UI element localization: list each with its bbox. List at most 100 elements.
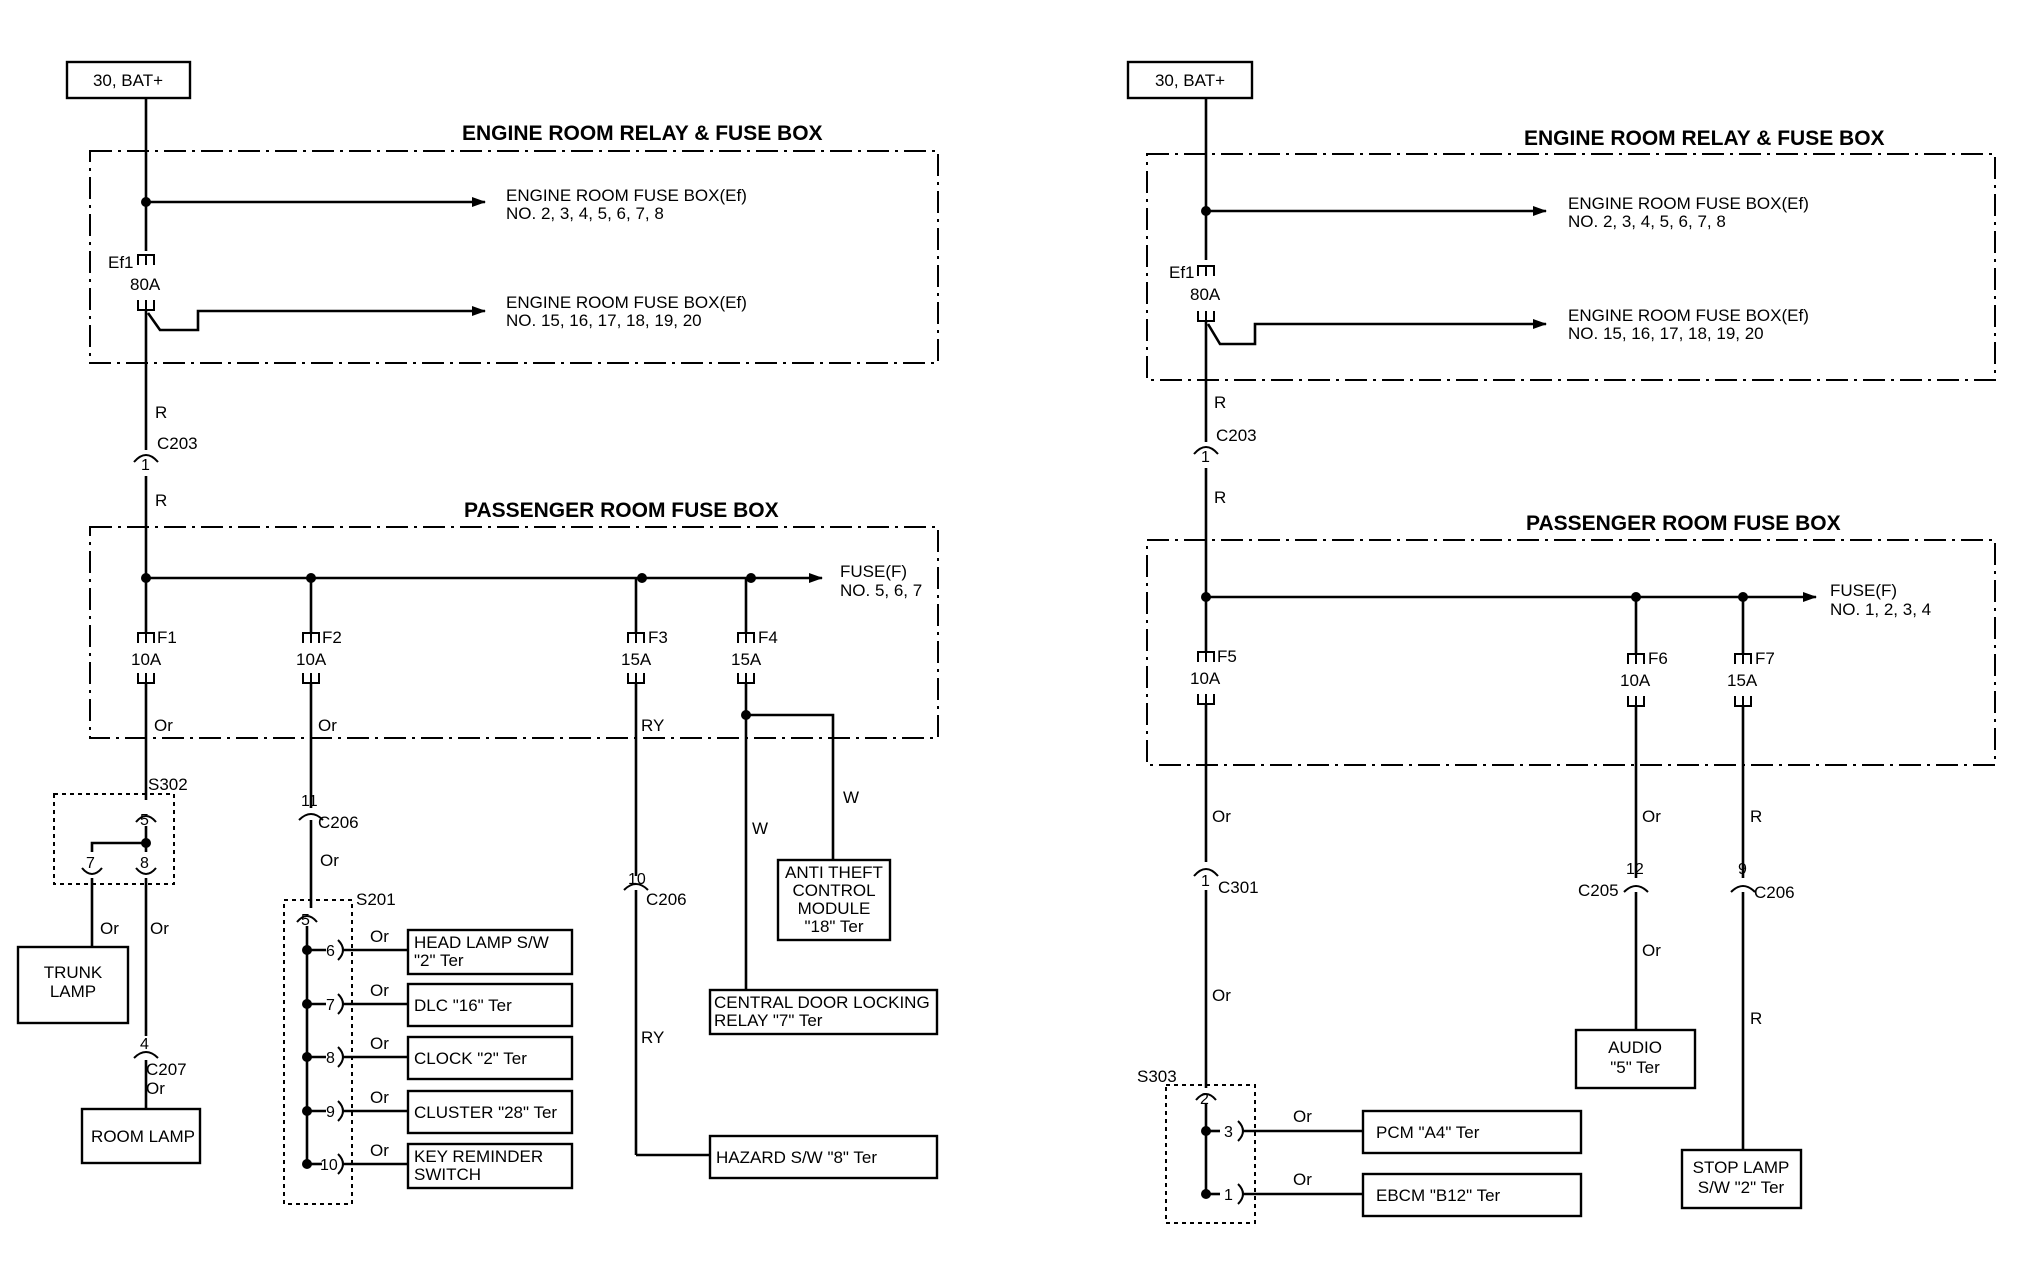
s302-pin-7: 7: [86, 855, 95, 872]
right-engine-out1-line1: ENGINE ROOM FUSE BOX(Ef): [1568, 194, 1809, 213]
engine-out2-arrow: [146, 306, 486, 332]
ef1-fuse-symbol: [137, 254, 155, 265]
engine-out2-line2: NO. 15, 16, 17, 18, 19, 20: [506, 311, 702, 330]
anti-theft-line4: "18" Ter: [804, 917, 863, 936]
c206b-label: C206: [646, 890, 687, 909]
ebcm-label: EBCM "B12" Ter: [1376, 1186, 1501, 1205]
right-engine-out2-arrow: [1206, 319, 1547, 346]
fuse-f5-symbol: [1197, 651, 1215, 662]
c203-pin: 1: [141, 457, 150, 474]
s201-outputs: 6 Or HEAD LAMP S/W "2" Ter 7 Or DLC "16"…: [302, 927, 574, 1190]
battery-source-label: 30, BAT+: [93, 71, 163, 90]
right-battery-source-label: 30, BAT+: [1155, 71, 1225, 90]
c301-connector: [1193, 868, 1219, 877]
engine-room-box: [89, 150, 939, 364]
s303-pin-2: 2: [1200, 1091, 1209, 1108]
clock-box: [406, 1035, 574, 1081]
c205-label: C205: [1578, 881, 1619, 900]
c206-right-pin: 9: [1738, 861, 1747, 878]
fuse-f2-wire: Or: [318, 716, 337, 735]
engine-out1-line2: NO. 2, 3, 4, 5, 6, 7, 8: [506, 204, 664, 223]
c203-connector: [133, 454, 159, 463]
fuse-f5-rating: 10A: [1190, 669, 1221, 688]
hazard-sw-label: HAZARD S/W "8" Ter: [716, 1148, 877, 1167]
right-engine-room-box: [1146, 153, 1996, 381]
c206a-connector: [298, 813, 324, 821]
battery-source-box: [65, 60, 192, 100]
hazard-wire: RY: [641, 1028, 664, 1047]
room-lamp-box: [80, 1107, 202, 1165]
trunk-wire-label: Or: [100, 919, 119, 938]
room-lamp-label: ROOM LAMP: [91, 1127, 195, 1146]
c301-wire: Or: [1212, 986, 1231, 1005]
hazard-sw-box: [708, 1134, 939, 1180]
trunk-lamp-box: [16, 945, 130, 1025]
central-door-line1: CENTRAL DOOR LOCKING: [714, 993, 930, 1012]
right-engine-out2-line1: ENGINE ROOM FUSE BOX(Ef): [1568, 306, 1809, 325]
anti-theft-box: [776, 858, 892, 942]
s201-pin-6: 6: [326, 943, 335, 960]
s303-label: S303: [1137, 1067, 1177, 1086]
fuse-f2-rating: 10A: [296, 650, 327, 669]
right-passenger-fuse-box: [1146, 539, 1996, 766]
fuse-f3-wire: RY: [641, 716, 664, 735]
stop-lamp-box: [1680, 1148, 1803, 1210]
fuse-f3-rating: 15A: [621, 650, 652, 669]
fuse-f4-symbol: [737, 632, 755, 643]
wire-w-2: W: [752, 819, 768, 838]
fuse-f3-symbol: [627, 632, 645, 643]
right-ef1-label: Ef1: [1169, 263, 1195, 282]
c203-label: C203: [157, 434, 198, 453]
head-lamp-sw-box: [406, 928, 574, 976]
c207-label: C207: [146, 1060, 187, 1079]
right-passenger-box-title: PASSENGER ROOM FUSE BOX: [1526, 512, 1841, 535]
c205-connector: [1623, 885, 1649, 893]
dlc-label: DLC "16" Ter: [414, 996, 512, 1015]
fuse-f1-rating: 10A: [131, 650, 162, 669]
wire-color-r-1: R: [155, 403, 167, 422]
room-wire-label-2: Or: [146, 1079, 165, 1098]
room-wire-label: Or: [150, 919, 169, 938]
ebcm-wire: Or: [1293, 1170, 1312, 1189]
s201-pin-7: 7: [326, 997, 335, 1014]
c206a-pin: 11: [301, 793, 318, 810]
passenger-box-title: PASSENGER ROOM FUSE BOX: [464, 499, 779, 522]
right-engine-out2-line2: NO. 15, 16, 17, 18, 19, 20: [1568, 324, 1764, 343]
s201-pin-8: 8: [326, 1050, 335, 1067]
c206-right-connector: [1730, 885, 1756, 893]
fuse-f7-name: F7: [1755, 649, 1775, 668]
c206a-label: C206: [318, 813, 359, 832]
central-door-box: [708, 988, 939, 1036]
s302-label: S302: [148, 775, 188, 794]
right-ef1-rating: 80A: [1190, 285, 1221, 304]
wire-w-1: W: [843, 788, 859, 807]
c206b-connector: [623, 883, 649, 891]
stop-lamp-line2: S/W "2" Ter: [1698, 1178, 1785, 1197]
s201-label: S201: [356, 890, 396, 909]
trunk-lamp-line2: LAMP: [50, 982, 96, 1001]
anti-theft-line3: MODULE: [798, 899, 871, 918]
s302-pin-8: 8: [140, 855, 149, 872]
pcm-wire: Or: [1293, 1107, 1312, 1126]
fuse-f3-name: F3: [648, 628, 668, 647]
fuse-f6-rating: 10A: [1620, 671, 1651, 690]
audio-line1: AUDIO: [1608, 1038, 1662, 1057]
fuse-f4-name: F4: [758, 628, 778, 647]
s201-pin-10: 10: [320, 1157, 338, 1174]
trunk-lamp-line1: TRUNK: [44, 963, 103, 982]
c206b-pin: 10: [628, 871, 646, 888]
ef1-rating: 80A: [130, 275, 161, 294]
s201-splice-box: [283, 899, 353, 1205]
cluster-label: CLUSTER "28" Ter: [414, 1103, 557, 1122]
anti-theft-line2: CONTROL: [792, 881, 875, 900]
cluster-box: [406, 1089, 574, 1135]
pcm-label: PCM "A4" Ter: [1376, 1123, 1480, 1142]
clock-label: CLOCK "2" Ter: [414, 1049, 527, 1068]
s201-wire-7: Or: [370, 981, 389, 1000]
fuse-f5-name: F5: [1217, 647, 1237, 666]
c205-pin: 12: [1626, 861, 1644, 878]
fuse-f1-wire: Or: [154, 716, 173, 735]
right-ef1-fuse-symbol: [1197, 265, 1215, 276]
stop-lamp-wire: R: [1750, 1009, 1762, 1028]
right-wire-r-1: R: [1214, 393, 1226, 412]
